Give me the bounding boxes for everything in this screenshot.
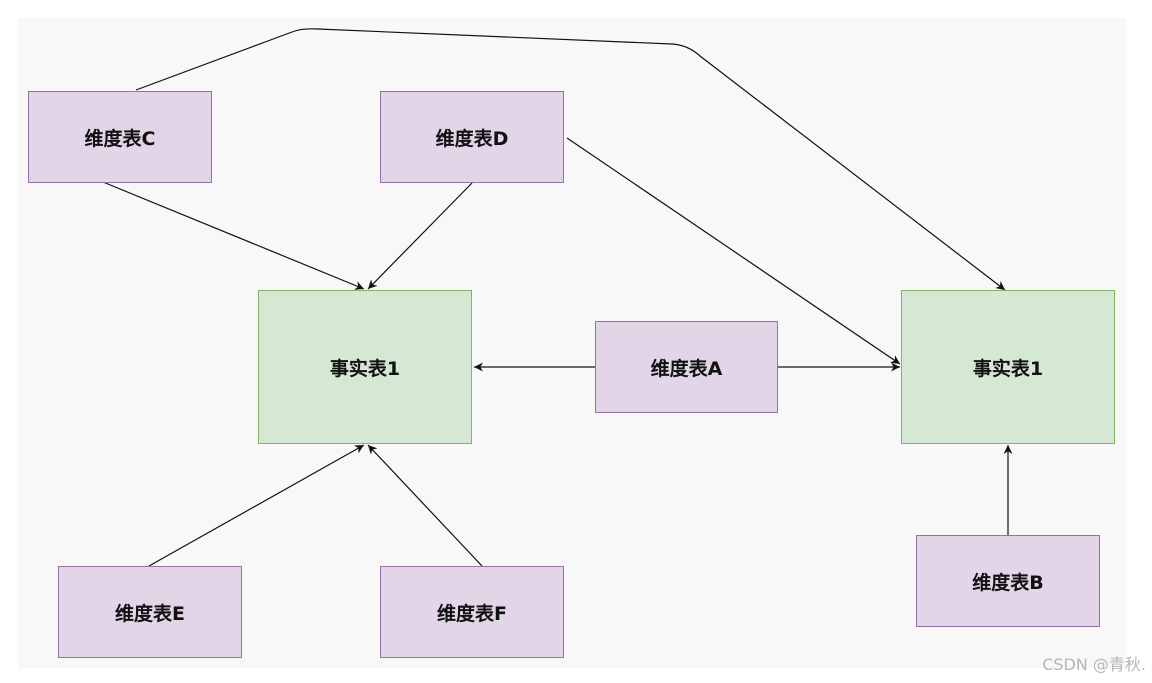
- edge-dim-c-to-fact-right: [135, 28, 1006, 291]
- dimension-table-a-node: 维度表A: [595, 321, 778, 413]
- fact-table-right-node: 事实表1: [901, 290, 1115, 444]
- edge-dim-c-to-fact-left: [102, 181, 365, 290]
- node-label: 维度表C: [84, 127, 156, 150]
- dimension-table-b-node: 维度表B: [916, 535, 1100, 627]
- fact-table-left-node: 事实表1: [258, 290, 472, 444]
- edge-dim-d-to-fact-right: [566, 137, 901, 365]
- node-label: 事实表1: [329, 357, 401, 380]
- dimension-table-c-node: 维度表C: [28, 91, 212, 183]
- dimension-table-f-node: 维度表F: [380, 566, 564, 658]
- node-label: 维度表D: [435, 127, 509, 150]
- edge-dim-f-to-fact-left: [367, 444, 483, 567]
- watermark: CSDN @青秋.: [1042, 655, 1146, 674]
- node-label: 维度表B: [972, 571, 1044, 594]
- node-label: 维度表F: [437, 602, 507, 625]
- dimension-table-e-node: 维度表E: [58, 566, 242, 658]
- node-label: 维度表E: [115, 602, 185, 625]
- dimension-table-d-node: 维度表D: [380, 91, 564, 183]
- edge-dim-d-to-fact-left: [367, 182, 473, 290]
- node-label: 事实表1: [972, 357, 1044, 380]
- edge-dim-e-to-fact-left: [148, 444, 365, 567]
- node-label: 维度表A: [650, 357, 723, 380]
